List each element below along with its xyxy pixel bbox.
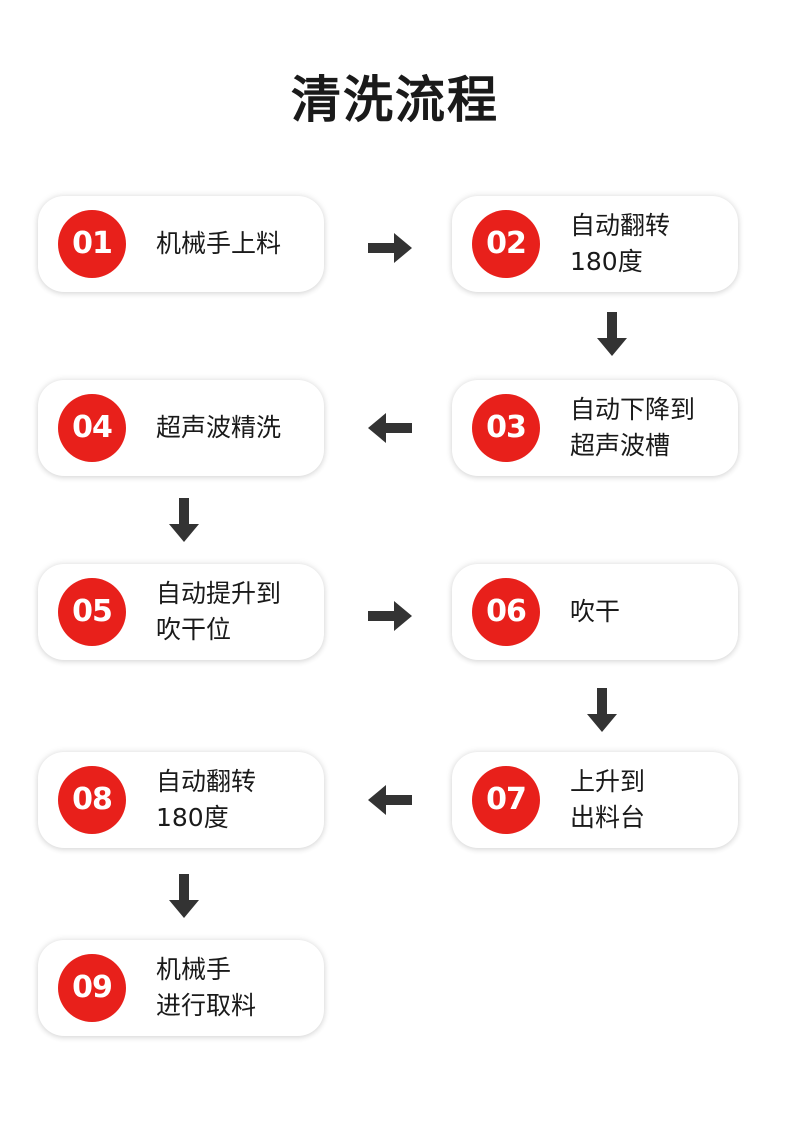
step-number-badge: 08 — [58, 766, 126, 834]
step-number-badge: 04 — [58, 394, 126, 462]
step-02-card: 02 自动翻转 180度 — [452, 196, 738, 292]
step-07-card: 07 上升到 出料台 — [452, 752, 738, 848]
step-label-line: 自动翻转 — [570, 211, 671, 240]
step-number-badge: 03 — [472, 394, 540, 462]
step-label-line: 180度 — [156, 803, 229, 832]
arrow-right-icon — [366, 224, 414, 272]
arrow-left-icon — [366, 404, 414, 452]
step-label-line: 上升到 — [570, 767, 646, 796]
step-03-card: 03 自动下降到 超声波槽 — [452, 380, 738, 476]
step-label-line: 180度 — [570, 247, 643, 276]
step-number-badge: 02 — [472, 210, 540, 278]
step-label: 自动翻转 180度 — [570, 196, 728, 292]
step-label-line: 出料台 — [570, 803, 646, 832]
step-number-badge: 01 — [58, 210, 126, 278]
step-04-card: 04 超声波精洗 — [38, 380, 324, 476]
step-label-line: 自动提升到 — [156, 579, 282, 608]
step-label-line: 吹干 — [570, 597, 621, 626]
step-number-badge: 05 — [58, 578, 126, 646]
step-label: 自动下降到 超声波槽 — [570, 380, 728, 476]
step-label-line: 自动下降到 — [570, 395, 696, 424]
step-label-line: 机械手上料 — [156, 229, 282, 258]
step-label-line: 机械手 — [156, 955, 232, 984]
step-label-line: 超声波精洗 — [156, 413, 282, 442]
arrow-right-icon — [366, 592, 414, 640]
step-label: 吹干 — [570, 564, 728, 660]
step-label: 超声波精洗 — [156, 380, 314, 476]
arrow-down-icon — [160, 496, 208, 544]
step-01-card: 01 机械手上料 — [38, 196, 324, 292]
arrow-down-icon — [578, 686, 626, 734]
step-label: 机械手 进行取料 — [156, 940, 314, 1036]
arrow-left-icon — [366, 776, 414, 824]
arrow-down-icon — [588, 310, 636, 358]
step-label: 自动提升到 吹干位 — [156, 564, 314, 660]
step-label: 机械手上料 — [156, 196, 314, 292]
step-label-line: 自动翻转 — [156, 767, 257, 796]
step-06-card: 06 吹干 — [452, 564, 738, 660]
step-label: 上升到 出料台 — [570, 752, 728, 848]
step-05-card: 05 自动提升到 吹干位 — [38, 564, 324, 660]
step-label-line: 超声波槽 — [570, 431, 671, 460]
step-number-badge: 09 — [58, 954, 126, 1022]
step-09-card: 09 机械手 进行取料 — [38, 940, 324, 1036]
step-number-badge: 06 — [472, 578, 540, 646]
step-label: 自动翻转 180度 — [156, 752, 314, 848]
step-08-card: 08 自动翻转 180度 — [38, 752, 324, 848]
page-title: 清洗流程 — [291, 71, 499, 129]
step-label-line: 进行取料 — [156, 991, 257, 1020]
arrow-down-icon — [160, 872, 208, 920]
step-label-line: 吹干位 — [156, 615, 232, 644]
step-number-badge: 07 — [472, 766, 540, 834]
